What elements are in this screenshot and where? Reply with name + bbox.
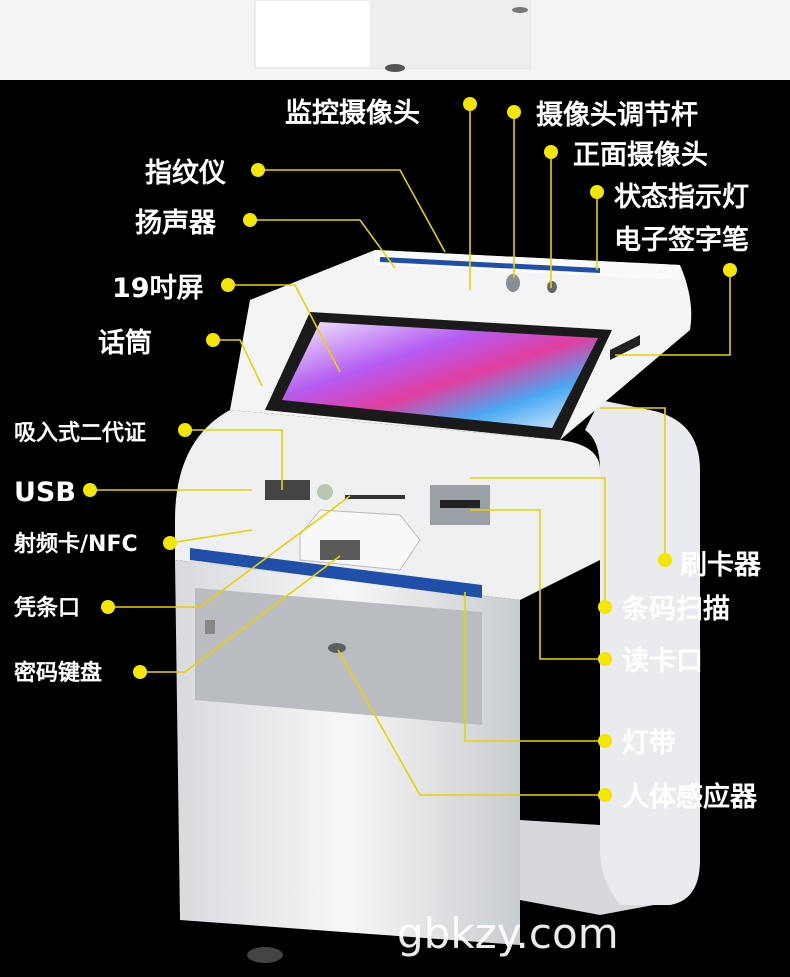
label-usb: USB	[14, 477, 76, 508]
kiosk-screen	[282, 322, 598, 428]
label-body-sensor: 人体感应器	[622, 781, 758, 813]
leader-lines	[90, 104, 731, 796]
label-camera-adjust-rod: 摄像头调节杆	[536, 100, 698, 131]
label-dots	[83, 97, 737, 802]
label-light-strip: 灯带	[622, 728, 676, 759]
label-pin-pad: 密码键盘	[14, 660, 102, 686]
label-card-reader-slot: 读卡口	[622, 646, 703, 677]
cabinet-side	[370, 0, 530, 68]
label-nfc: 射频卡/NFC	[13, 531, 138, 557]
label-surveillance-camera: 监控摄像头	[285, 98, 420, 129]
cabinet-foot	[512, 7, 528, 13]
label-id-card-reader: 吸入式二代证	[14, 421, 146, 446]
label-microphone: 话筒	[98, 327, 152, 359]
label-front-camera: 正面摄像头	[573, 140, 708, 171]
label-fingerprint: 指纹仪	[145, 158, 226, 189]
label-barcode-scanner: 条码扫描	[622, 594, 730, 625]
kiosk	[175, 250, 700, 963]
cabinet-foot	[385, 64, 405, 72]
label-status-light: 状态指示灯	[614, 182, 749, 213]
label-receipt-slot: 凭条口	[13, 595, 80, 621]
label-speaker: 扬声器	[135, 208, 217, 239]
label-e-signature-pen: 电子签字笔	[614, 224, 749, 256]
watermark: gbkzy.com	[397, 909, 619, 958]
label-card-swiper: 刷卡器	[680, 550, 762, 581]
label-screen: 19吋屏	[112, 273, 204, 304]
